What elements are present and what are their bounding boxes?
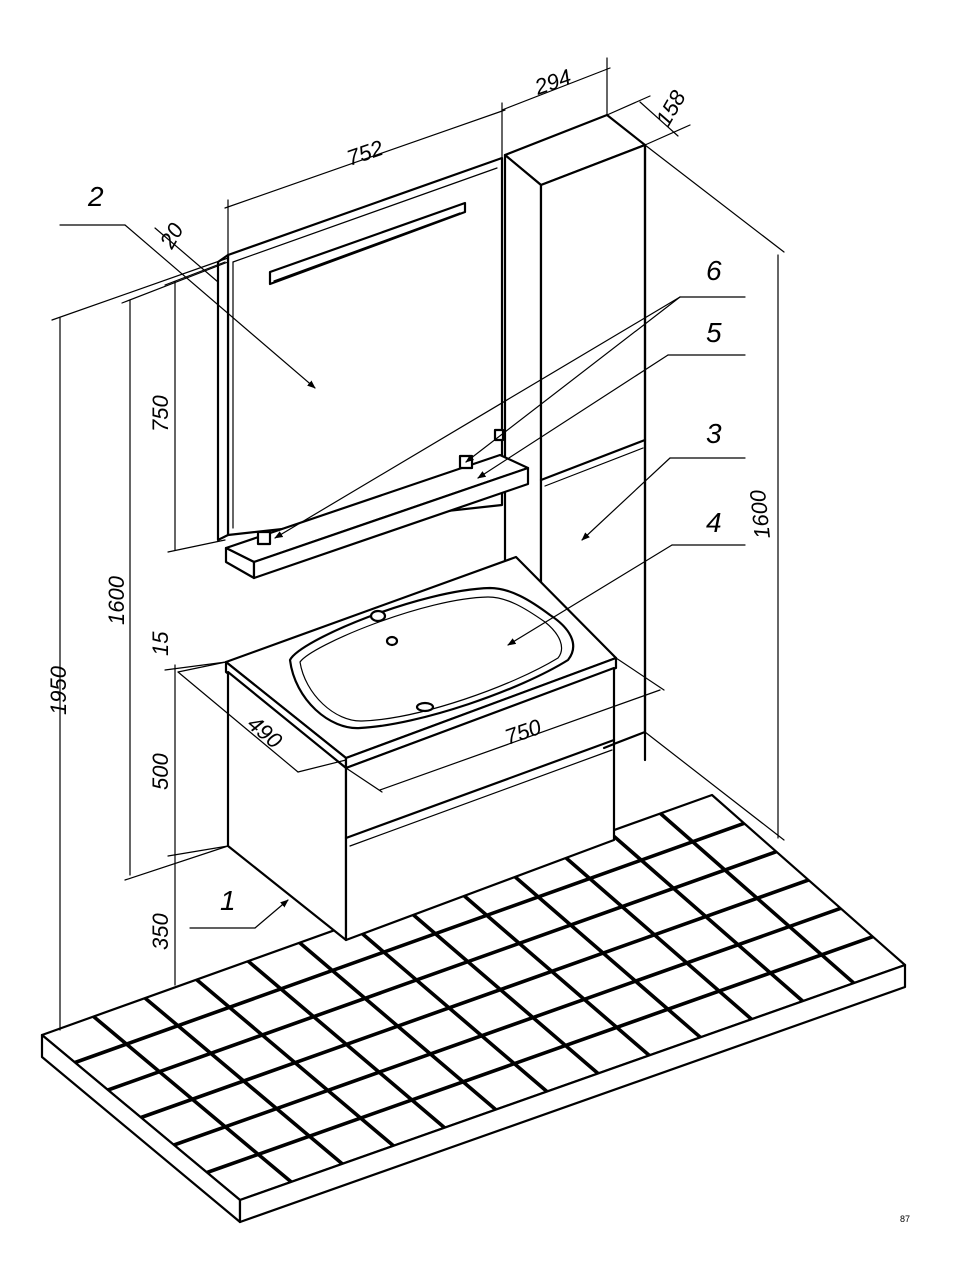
overflow-hole [385,635,399,647]
dim-1600-left: 1600 [104,575,129,625]
dim-350: 350 [148,913,173,950]
tile-grout-line [106,849,779,1092]
shelf-bracket [256,530,272,546]
callout-3: 3 [706,418,722,449]
page-number: 87 [900,1214,910,1224]
tile-grout-line [73,821,746,1065]
callout-2: 2 [87,181,104,212]
dim-158: 158 [651,86,691,131]
tiled-floor [40,793,907,1224]
shelf-bracket [493,428,505,442]
dimension-lines [51,57,785,1031]
callout-4: 4 [706,507,722,538]
tile-grout-line [172,906,843,1147]
callout-5: 5 [706,317,722,348]
glass-shelves [224,428,530,580]
dim-752: 752 [343,135,386,171]
tile-grout-line [205,934,875,1175]
dim-1600-right: 1600 [745,488,775,540]
dim-750-mirror: 750 [148,395,173,432]
tile-grout-line [139,878,811,1120]
callout-1: 1 [220,885,236,916]
drain-hole [415,701,435,713]
dim-20: 20 [154,218,189,253]
mirror [216,156,504,542]
dim-1950: 1950 [46,665,71,715]
leader-lines [59,224,746,929]
faucet-hole [369,609,387,623]
dim-15: 15 [148,631,173,656]
dim-500: 500 [148,753,173,790]
basin-outline [288,586,575,730]
callout-6: 6 [706,255,722,286]
dim-294: 294 [531,64,575,100]
mirror-light-strip [268,201,467,286]
